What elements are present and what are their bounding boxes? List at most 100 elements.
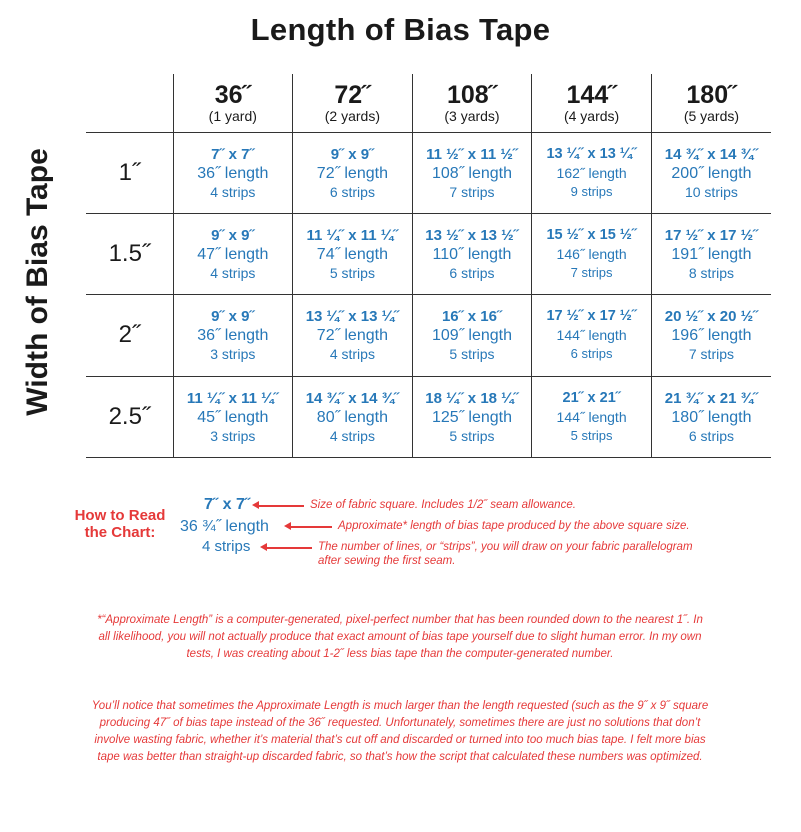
cell-length: 191˝ length xyxy=(671,246,752,264)
cell-square: 14 ¾˝ x 14 ¾˝ xyxy=(664,145,759,163)
cell-square: 7˝ x 7˝ xyxy=(211,145,255,163)
row-header-width: 2˝ xyxy=(86,294,173,377)
chart-title: Length of Bias Tape xyxy=(250,12,551,47)
column-header-144: 144˝(4 yards) xyxy=(531,74,652,133)
cell-square: 21 ¾˝ x 21 ¾˝ xyxy=(664,389,759,407)
cell-length: 36˝ length xyxy=(197,164,269,182)
legend-example-square: 7˝ x 7˝ xyxy=(204,496,251,513)
side-label-text: Width of Bias Tape xyxy=(21,148,55,416)
cell-length: 162˝ length xyxy=(556,164,627,181)
cell-strips: 7 strips xyxy=(570,265,613,281)
cell-length: 144˝ length xyxy=(556,408,627,425)
column-header-108: 108˝(3 yards) xyxy=(411,74,532,133)
footnote-approximate: *“Approximate Length” is a computer-gene… xyxy=(90,612,710,663)
footnote-text: You’ll notice that sometimes the Approxi… xyxy=(91,700,709,763)
cell-length: 72˝ length xyxy=(316,164,388,182)
cell-square: 9˝ x 9˝ xyxy=(211,227,255,245)
cell-length: 125˝ length xyxy=(431,408,513,426)
cell-length: 196˝ length xyxy=(671,327,752,345)
cell-square: 11 ¼˝ x 11 ¼˝ xyxy=(186,389,279,407)
cell-square: 11 ¼˝ x 11 ¼˝ xyxy=(306,227,399,245)
row-header-width: 2.5˝ xyxy=(86,376,173,459)
cell-length: 74˝ length xyxy=(316,246,388,264)
legend-example-length: 36 ¾˝ length xyxy=(180,518,269,535)
cell-length: 146˝ length xyxy=(556,246,627,263)
cell-square: 16˝ x 16˝ xyxy=(441,308,502,326)
footnote-text: *“Approximate Length” is a computer-gene… xyxy=(97,614,703,660)
cell-strips: 4 strips xyxy=(329,427,375,444)
cell-square: 13 ¼˝ x 13 ¼˝ xyxy=(305,308,400,326)
cell-strips: 3 strips xyxy=(210,427,256,444)
cell-length: 72˝ length xyxy=(316,327,388,345)
column-yards: (5 yards) xyxy=(683,107,740,124)
footnote-explanation: You’ll notice that sometimes the Approxi… xyxy=(90,698,710,766)
cell-length: 108˝ length xyxy=(431,164,513,182)
cell-strips: 5 strips xyxy=(449,346,495,363)
cell-square: 18 ¼˝ x 18 ¼˝ xyxy=(425,389,519,407)
column-yards: (2 yards) xyxy=(324,107,380,124)
cell-square: 14 ¾˝ x 14 ¾˝ xyxy=(305,389,400,407)
cell-length: 144˝ length xyxy=(556,327,627,344)
column-header-72: 72˝(2 yards) xyxy=(292,74,413,133)
cell-strips: 6 strips xyxy=(570,346,613,362)
cell-square: 20 ½˝ x 20 ½˝ xyxy=(664,308,759,326)
cell-strips: 5 strips xyxy=(570,427,613,443)
cell-square: 13 ½˝ x 13 ½˝ xyxy=(425,227,519,245)
cell-square: 21˝ x 21˝ xyxy=(562,389,621,406)
cell-length: 47˝ length xyxy=(197,246,269,264)
row-header-width: 1.5˝ xyxy=(86,213,173,296)
cell-square: 9˝ x 9˝ xyxy=(211,308,255,326)
column-yards: (1 yard) xyxy=(208,107,257,124)
cell-strips: 4 strips xyxy=(210,265,256,282)
column-yards: (3 yards) xyxy=(444,107,500,124)
column-header-36: 36˝(1 yard) xyxy=(172,74,293,133)
table-cell: 13 ¼˝ x 13 ¼˝ 162˝ length 9 strips xyxy=(531,132,652,214)
cell-strips: 4 strips xyxy=(329,346,375,363)
table-cell: 21˝ x 21˝ 144˝ length 5 strips xyxy=(531,376,652,459)
cell-strips: 5 strips xyxy=(329,265,375,282)
cell-length: 200˝ length xyxy=(671,164,752,182)
cell-strips: 9 strips xyxy=(570,183,613,199)
cell-square: 17 ½˝ x 17 ½˝ xyxy=(664,227,759,245)
row-header-width: 1˝ xyxy=(86,132,173,214)
cell-strips: 3 strips xyxy=(210,346,256,363)
legend-example-strips: 4 strips xyxy=(202,538,251,555)
legend-note-strips-line2: after sewing the first seam. xyxy=(318,555,456,567)
legend-note-square: Size of fabric square. Includes 1/2˝ sea… xyxy=(310,499,576,511)
legend-note-strips-line1: The number of lines, or “strips”, you wi… xyxy=(318,541,693,553)
cell-strips: 7 strips xyxy=(449,183,495,200)
cell-strips: 6 strips xyxy=(329,183,375,200)
how-to-read-heading: How to Read the Chart: xyxy=(74,507,166,541)
table-corner xyxy=(86,74,173,133)
column-yards: (4 yards) xyxy=(563,107,620,124)
column-size: 108˝ xyxy=(446,80,497,109)
cell-strips: 6 strips xyxy=(449,265,495,282)
column-size: 180˝ xyxy=(686,80,737,109)
column-size: 36˝ xyxy=(214,80,251,109)
cell-length: 109˝ length xyxy=(431,327,513,345)
arrow-left-icon xyxy=(284,523,332,529)
column-size: 144˝ xyxy=(566,80,617,109)
cell-strips: 8 strips xyxy=(688,265,734,282)
cell-length: 45˝ length xyxy=(197,408,269,426)
cell-strips: 7 strips xyxy=(688,346,734,363)
cell-square: 13 ¼˝ x 13 ¼˝ xyxy=(546,145,637,162)
cell-square: 11 ½˝ x 11 ½˝ xyxy=(426,145,518,163)
side-label: Width of Bias Tape xyxy=(18,128,58,436)
